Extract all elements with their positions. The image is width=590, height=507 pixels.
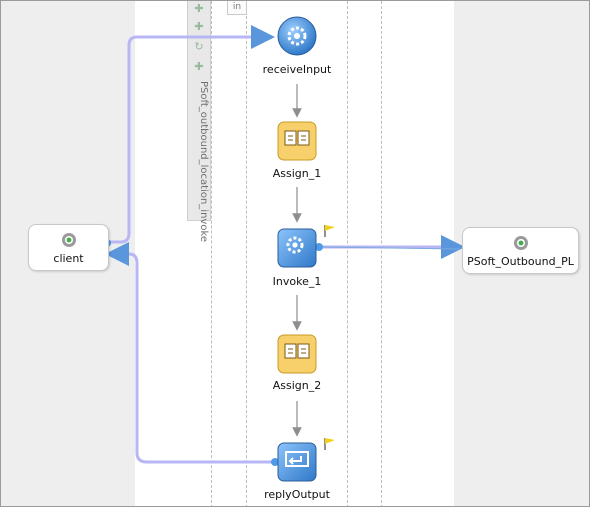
- gear-icon: [277, 16, 317, 56]
- activity-label: replyOutput: [264, 488, 330, 501]
- invoke-activity[interactable]: [277, 228, 317, 268]
- receive-activity[interactable]: [277, 16, 317, 56]
- reply-icon: [277, 442, 317, 482]
- toolbar-add-icon[interactable]: ✚: [194, 2, 204, 15]
- partner-link-outbound[interactable]: PSoft_Outbound_PL: [462, 227, 579, 274]
- lane-divider: [381, 1, 382, 506]
- assign-activity[interactable]: [277, 334, 317, 374]
- flag-icon: [323, 436, 337, 450]
- toolbar-add-icon[interactable]: ✚: [194, 20, 204, 33]
- gear-icon: [60, 231, 78, 249]
- assign-icon: [277, 334, 317, 374]
- tab-stub[interactable]: in: [227, 1, 247, 15]
- assign-activity[interactable]: [277, 121, 317, 161]
- activity-label: Invoke_1: [272, 275, 322, 288]
- link-reply-to-client: [105, 242, 273, 464]
- gear-icon: [277, 228, 317, 268]
- partner-link-client[interactable]: client: [28, 224, 109, 271]
- link-client-to-receive: [109, 25, 275, 244]
- activity-label: receiveInput: [262, 63, 332, 76]
- activity-label: Assign_1: [272, 167, 322, 180]
- flag-icon: [323, 223, 337, 237]
- lane-divider: [347, 1, 348, 506]
- partner-label: PSoft_Outbound_PL: [467, 255, 574, 268]
- lane-divider: [211, 1, 212, 506]
- activity-label: Assign_2: [272, 379, 322, 392]
- reply-activity[interactable]: [277, 442, 317, 482]
- toolbar-refresh-icon[interactable]: ↻: [194, 40, 204, 53]
- lane-divider: [246, 1, 247, 506]
- gear-icon: [512, 234, 530, 252]
- assign-icon: [277, 121, 317, 161]
- scope-label: PSoft_outbound_location_invoke: [198, 81, 209, 243]
- toolbar-add-icon[interactable]: ✚: [194, 60, 204, 73]
- partner-label: client: [53, 252, 84, 265]
